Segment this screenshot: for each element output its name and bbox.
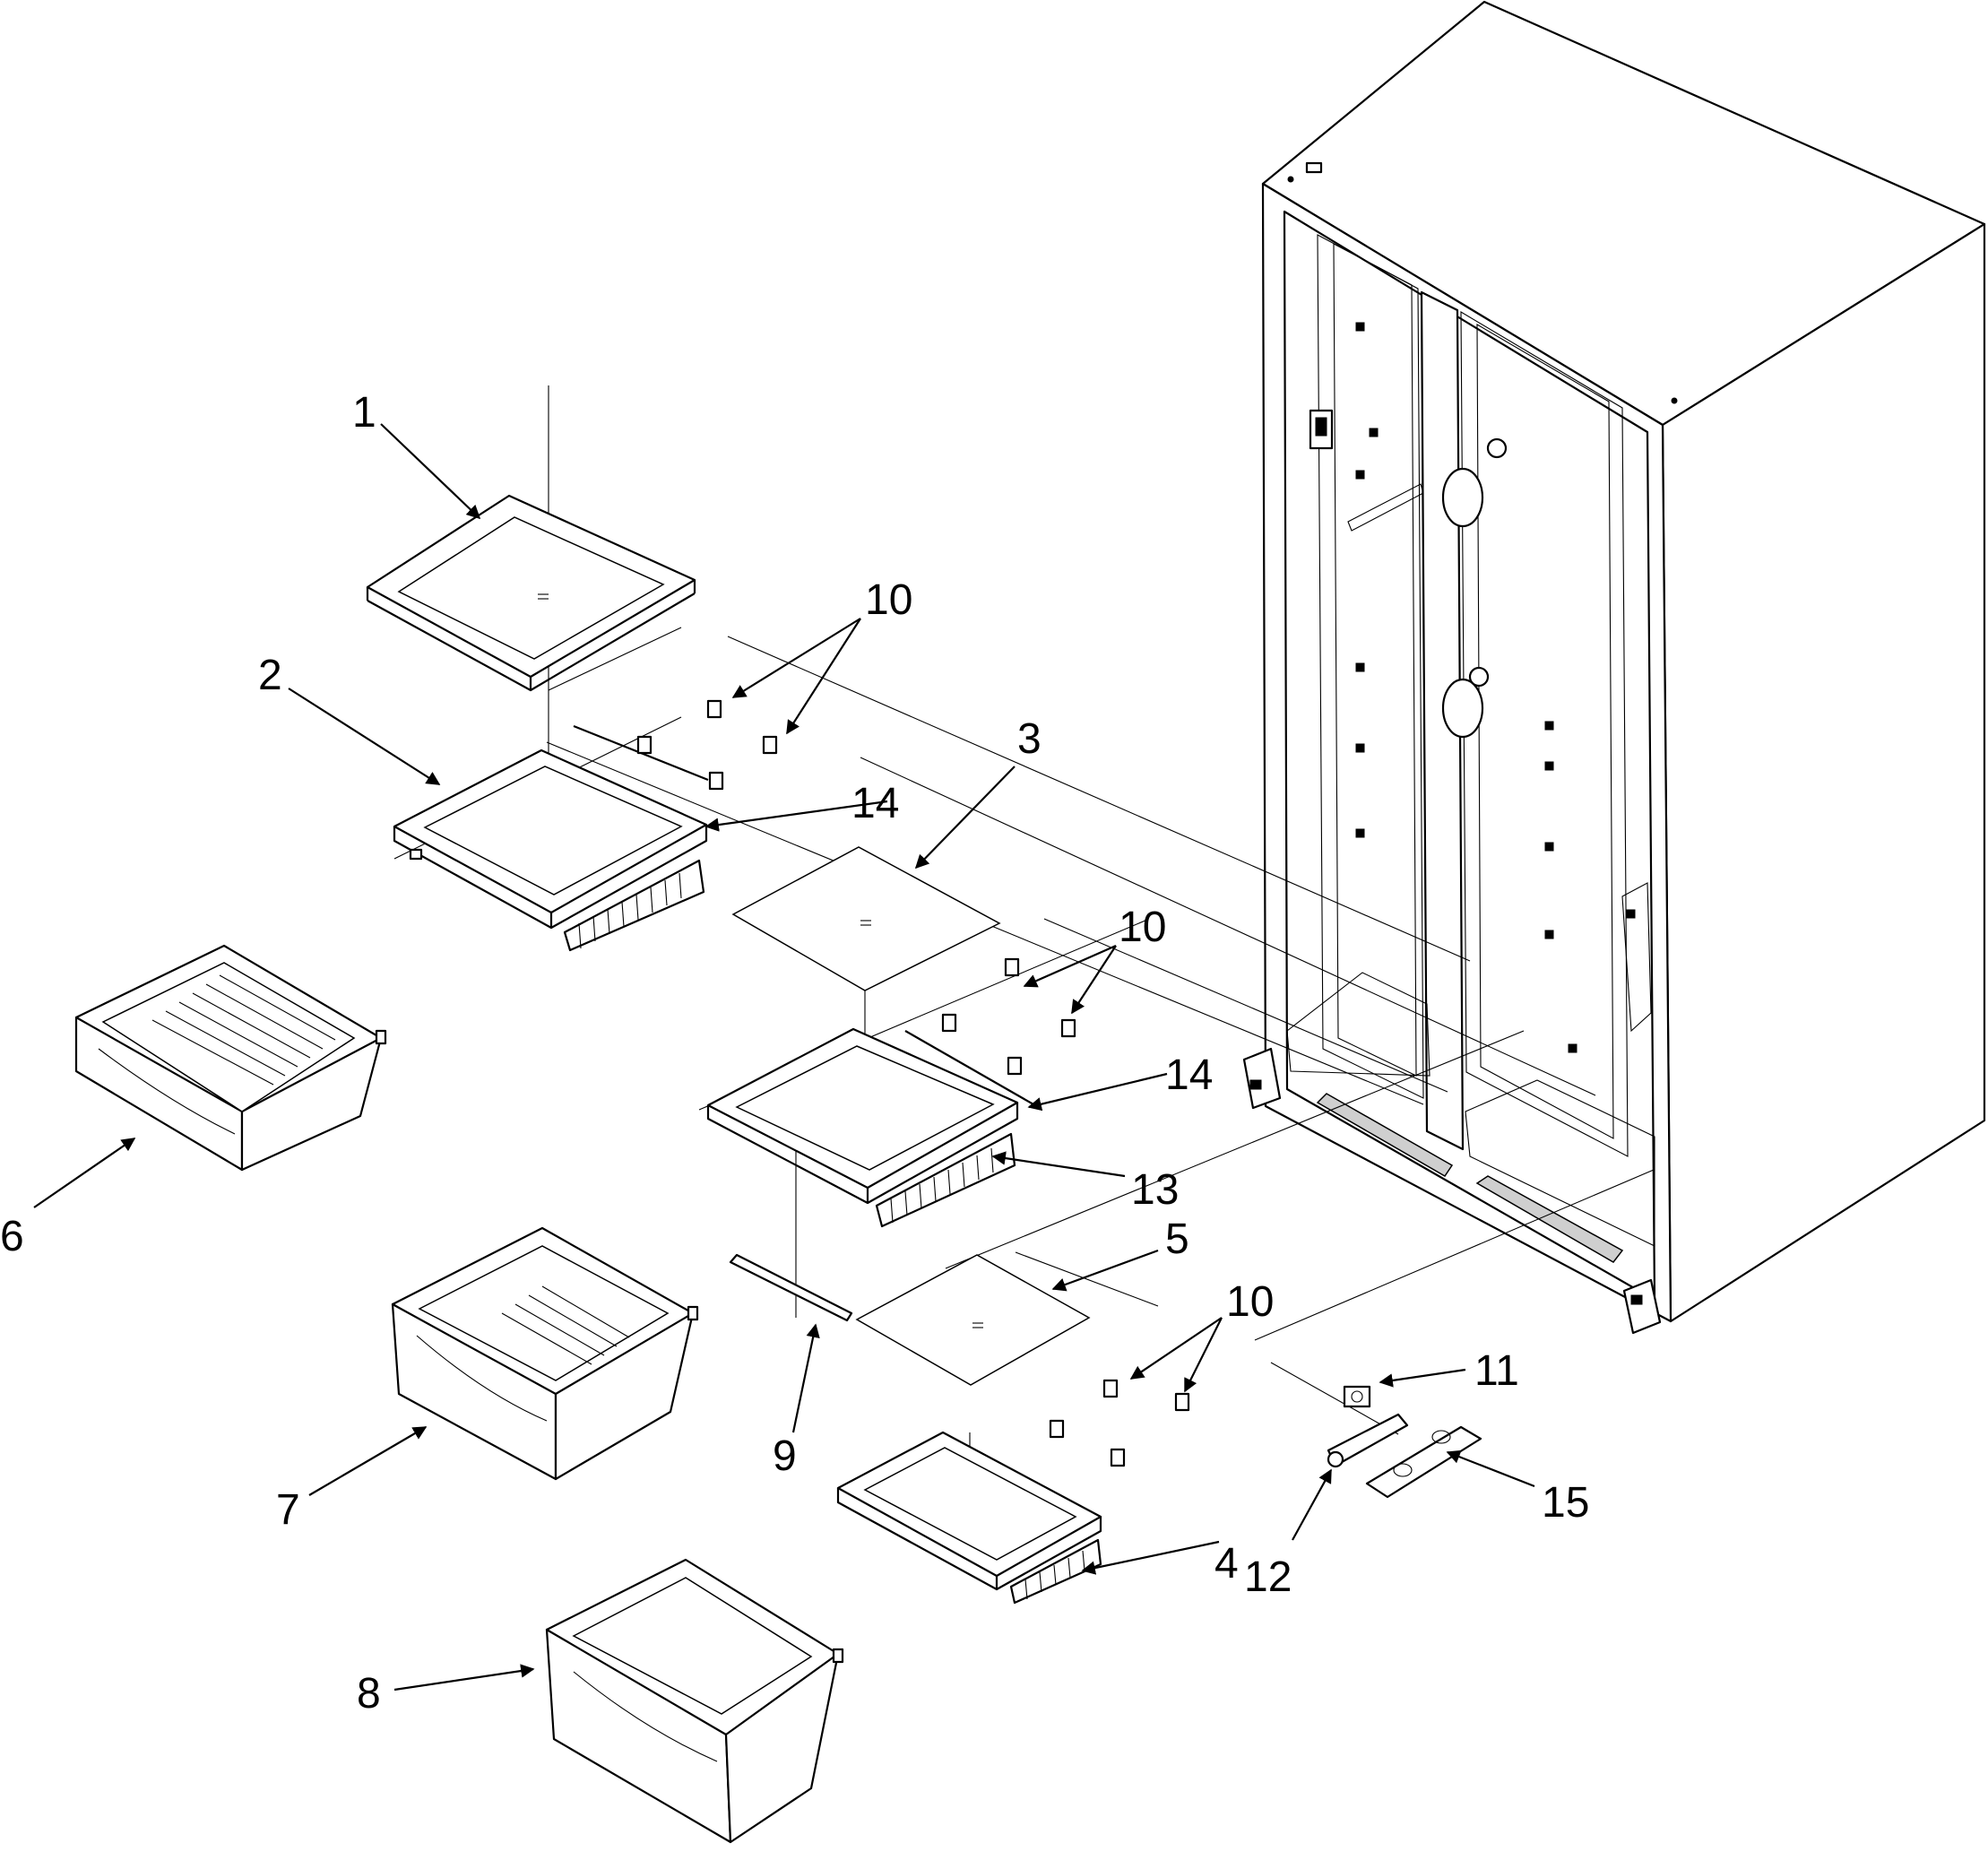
callout-10-lower: 10 xyxy=(1226,1278,1274,1326)
part-13-shelf-frame xyxy=(706,1027,1041,1228)
part-6-crisper-drawer xyxy=(74,944,387,1172)
refrigerator-cabinet xyxy=(1242,0,1986,1335)
part-3-glass-panel xyxy=(731,846,1001,991)
callout-12: 12 xyxy=(1244,1553,1292,1601)
callout-labels: 1 2 3 4 5 6 7 8 9 10 10 10 11 12 13 14 1… xyxy=(0,389,1589,1718)
callout-1: 1 xyxy=(352,389,376,437)
callout-14-middle: 14 xyxy=(1165,1051,1213,1099)
callout-10-middle: 10 xyxy=(1119,904,1166,951)
part-10-shelf-clips xyxy=(636,699,1190,1467)
part-11-plate xyxy=(1343,1385,1371,1408)
callout-6: 6 xyxy=(0,1213,24,1260)
part-5-glass-panel xyxy=(855,1254,1091,1386)
part-8-crisper-drawer xyxy=(545,1558,844,1844)
part-7-crisper-drawer xyxy=(391,1226,699,1481)
callout-15: 15 xyxy=(1542,1479,1589,1527)
shelf-support-markers xyxy=(1355,322,1636,1053)
part-12-hinge-arm xyxy=(1327,1413,1409,1468)
callout-10-upper: 10 xyxy=(865,576,912,624)
callout-9: 9 xyxy=(773,1432,797,1480)
callout-11: 11 xyxy=(1474,1347,1519,1395)
callout-4: 4 xyxy=(1214,1540,1239,1588)
callout-8: 8 xyxy=(357,1670,381,1718)
callout-14-upper: 14 xyxy=(851,780,899,827)
clip-group-lower xyxy=(1049,1379,1190,1467)
callout-3: 3 xyxy=(1017,715,1042,763)
part-2-shelf-frame xyxy=(393,724,709,952)
callout-5: 5 xyxy=(1165,1216,1189,1263)
callout-7: 7 xyxy=(276,1486,300,1534)
part-9-divider xyxy=(729,1253,853,1322)
clip-group-middle xyxy=(941,957,1076,1076)
callout-arrows xyxy=(33,423,1535,1692)
part-15-hinge-bracket xyxy=(1365,1425,1482,1499)
callout-2: 2 xyxy=(258,652,282,699)
part-4-shelf-frame xyxy=(836,1431,1102,1605)
part-1-glass-shelf xyxy=(366,494,696,692)
clip-group-upper xyxy=(636,699,778,791)
callout-13: 13 xyxy=(1131,1166,1179,1214)
